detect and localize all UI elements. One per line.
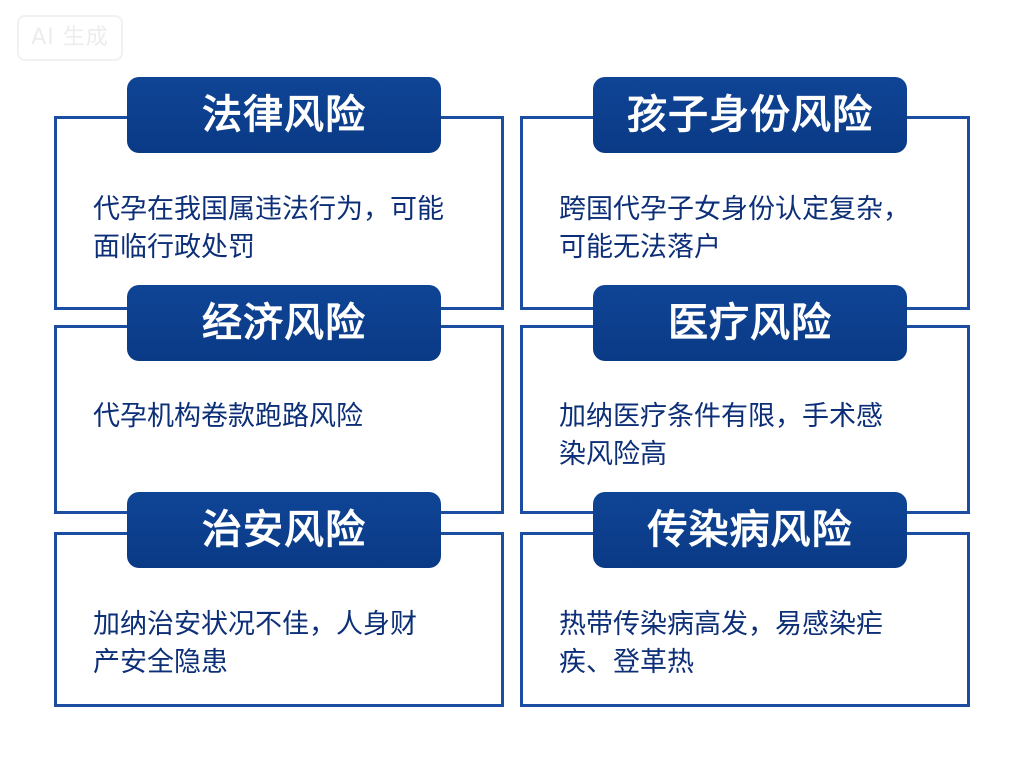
desc-economic-risk: 代孕机构卷款跑路风险: [93, 398, 363, 436]
title-child-identity-risk: 孩子身份风险: [593, 77, 907, 153]
desc-line: 代孕在我国属违法行为，可能: [93, 194, 444, 225]
desc-child-identity-risk: 跨国代孕子女身份认定复杂， 可能无法落户: [559, 191, 910, 267]
title-medical-risk: 医疗风险: [593, 285, 907, 361]
desc-line: 染风险高: [559, 439, 667, 470]
title-economic-risk: 经济风险: [127, 285, 441, 361]
desc-line: 面临行政处罚: [93, 232, 255, 263]
desc-infectious-disease-risk: 热带传染病高发，易感染疟 疾、登革热: [559, 606, 883, 682]
desc-legal-risk: 代孕在我国属违法行为，可能 面临行政处罚: [93, 191, 444, 267]
desc-line: 代孕机构卷款跑路风险: [93, 401, 363, 432]
desc-line: 加纳治安状况不佳，人身财: [93, 609, 417, 640]
desc-security-risk: 加纳治安状况不佳，人身财 产安全隐患: [93, 606, 417, 682]
desc-line: 疾、登革热: [559, 647, 694, 678]
title-security-risk: 治安风险: [127, 492, 441, 568]
title-legal-risk: 法律风险: [127, 77, 441, 153]
desc-medical-risk: 加纳医疗条件有限，手术感 染风险高: [559, 398, 883, 474]
desc-line: 加纳医疗条件有限，手术感: [559, 401, 883, 432]
desc-line: 跨国代孕子女身份认定复杂，: [559, 194, 910, 225]
ai-generated-watermark: AI 生成: [17, 15, 123, 61]
desc-line: 产安全隐患: [93, 647, 228, 678]
title-infectious-disease-risk: 传染病风险: [593, 492, 907, 568]
desc-line: 热带传染病高发，易感染疟: [559, 609, 883, 640]
desc-line: 可能无法落户: [559, 232, 721, 263]
